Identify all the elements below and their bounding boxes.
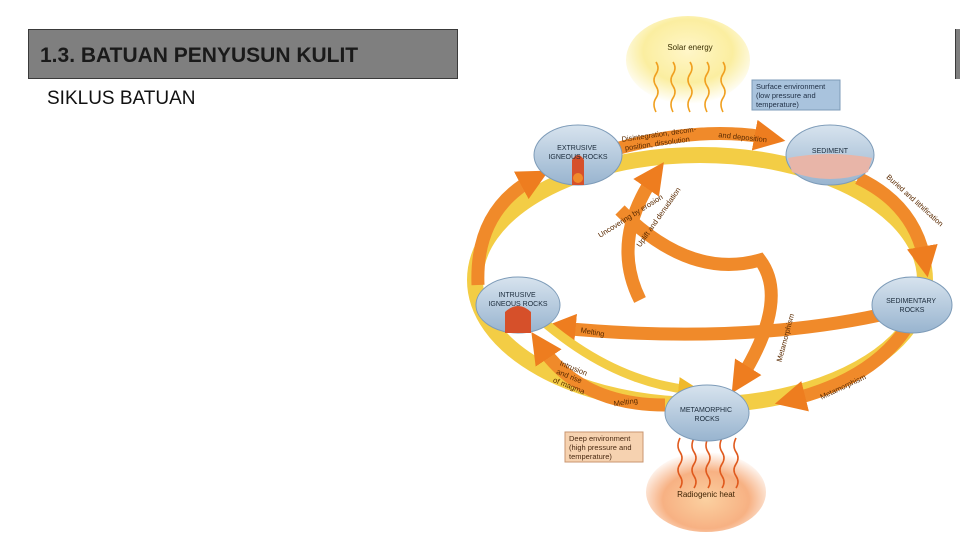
radiogenic-glow	[646, 452, 766, 532]
node-metamorphic: METAMORPHIC ROCKS	[664, 384, 750, 442]
title-bar: 1.3. BATUAN PENYUSUN KULIT	[28, 29, 458, 79]
surface-environment-box	[751, 79, 841, 111]
svg-text:SEDIMENTARY ROCKS: SEDIMENTARY ROCKS	[886, 298, 938, 314]
solar-energy-label: Solar energy	[667, 43, 712, 52]
label-melting-bottom: Melting	[613, 396, 638, 408]
deep-environment-box	[564, 431, 644, 463]
node-intrusive: INTRUSIVE IGNEOUS ROCKS	[475, 276, 561, 334]
svg-text:SEDIMENT: SEDIMENT	[812, 148, 849, 155]
process-arrows	[471, 119, 938, 412]
svg-text:INTRUSIVE IGNEOUS ROCKS: INTRUSIVE IGNEOUS ROCKS	[488, 292, 547, 308]
node-extrusive: EXTRUSIVE IGNEOUS ROCKS	[533, 124, 623, 186]
svg-text:EXTRUSIVE IGNEOUS ROCKS: EXTRUSIVE IGNEOUS ROCKS	[548, 145, 607, 161]
node-sediment: SEDIMENT	[785, 124, 875, 186]
label-melting-mid: Melting	[580, 326, 605, 339]
slide-title: 1.3. BATUAN PENYUSUN KULIT	[40, 44, 359, 67]
svg-text:Surface environment (low p: Surface environment (low pressure and te…	[756, 82, 827, 109]
label-metamorphism-center: Metamorphism	[775, 313, 797, 363]
solar-glow	[626, 16, 750, 104]
radiogenic-heat-label: Radiogenic heat	[677, 490, 736, 499]
slide-subtitle: SIKLUS BATUAN	[47, 88, 196, 109]
node-sedimentary: SEDIMENTARY ROCKS	[871, 276, 953, 334]
svg-text:Deep environment (high pre: Deep environment (high pressure and temp…	[569, 434, 634, 461]
solar-rays	[653, 61, 726, 113]
title-bar-edge	[955, 29, 960, 79]
svg-text:METAMORPHIC ROCKS: METAMORPHIC ROCKS	[680, 407, 734, 423]
heat-rays	[677, 437, 739, 489]
